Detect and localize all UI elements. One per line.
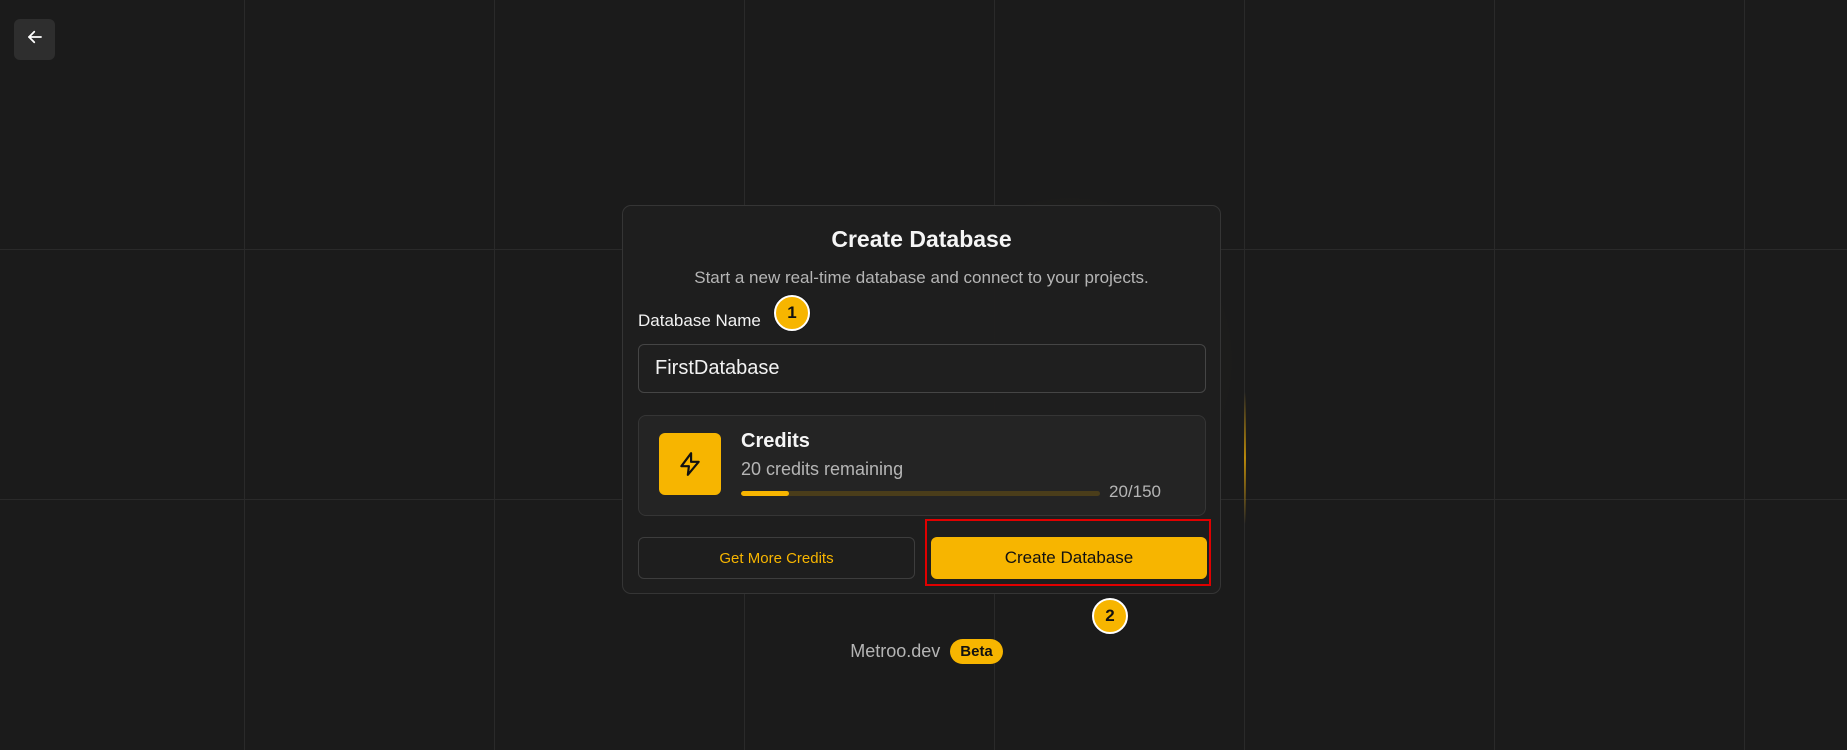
credits-panel: Credits 20 credits remaining 20/150 xyxy=(638,415,1206,516)
grid-line xyxy=(1494,0,1495,750)
credits-progress-bar xyxy=(741,491,1100,496)
get-more-credits-button[interactable]: Get More Credits xyxy=(638,537,915,579)
background-glow-edge xyxy=(1244,392,1246,524)
create-database-card: Create Database Start a new real-time da… xyxy=(622,205,1221,594)
arrow-left-icon xyxy=(26,28,44,51)
lightning-bolt-icon xyxy=(659,433,721,495)
credits-title: Credits xyxy=(741,430,810,452)
back-button[interactable] xyxy=(14,19,55,60)
credits-progress-text: 20/150 xyxy=(1109,482,1161,501)
step-badge-2: 2 xyxy=(1092,598,1128,634)
step-badge-1: 1 xyxy=(774,295,810,331)
grid-line xyxy=(494,0,495,750)
grid-line xyxy=(1744,0,1745,750)
card-subtitle: Start a new real-time database and conne… xyxy=(694,268,1149,287)
footer-brand: Metroo.dev xyxy=(850,640,941,661)
credits-remaining: 20 credits remaining xyxy=(741,459,904,479)
database-name-label: Database Name xyxy=(638,311,761,330)
grid-line xyxy=(244,0,245,750)
credits-progress-fill xyxy=(741,491,789,496)
create-database-button[interactable]: Create Database xyxy=(931,537,1207,579)
database-name-input[interactable] xyxy=(638,344,1206,393)
card-title: Create Database xyxy=(831,226,1012,252)
footer: Metroo.dev Beta xyxy=(0,637,1847,665)
grid-line xyxy=(1244,0,1245,750)
beta-badge: Beta xyxy=(950,638,1003,664)
